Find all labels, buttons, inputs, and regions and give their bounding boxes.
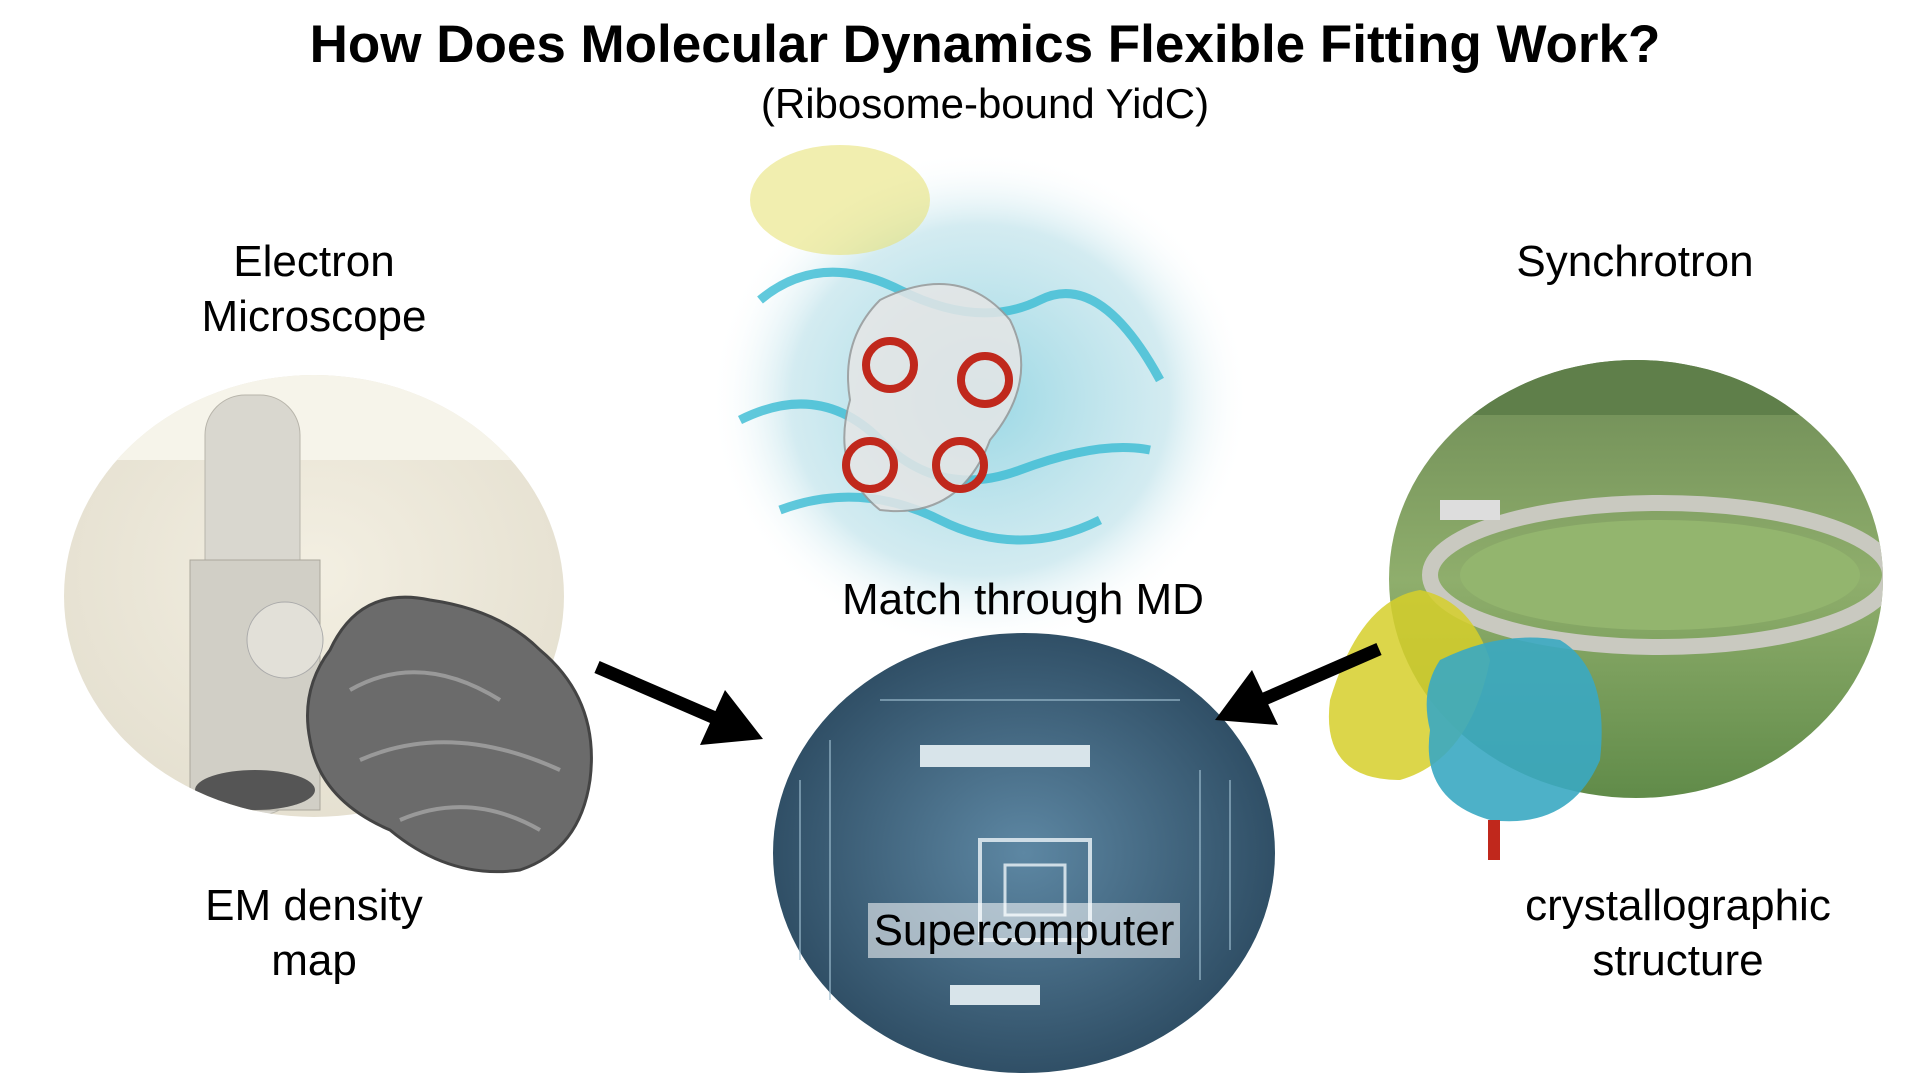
match-through-md-label: Match through MD [842, 575, 1204, 624]
label-line: Electron [233, 237, 395, 286]
page-title: How Does Molecular Dynamics Flexible Fit… [309, 15, 1661, 74]
label-line: EM density [205, 881, 423, 930]
page-subtitle: (Ribosome-bound YidC) [760, 80, 1210, 127]
supercomputer-label: Supercomputer [868, 903, 1180, 958]
crystallographic-ribosome [1328, 590, 1602, 860]
label-line: map [271, 936, 357, 985]
synchrotron-label: Synchrotron [1516, 237, 1754, 286]
arrow-em-to-supercomputer [594, 661, 763, 745]
em-density-map-blob [306, 595, 593, 874]
label-line: structure [1592, 936, 1764, 985]
ribosome-yidc-molecule [710, 145, 1250, 650]
electron-microscope-label: Electron Microscope [164, 234, 464, 344]
arrow-synchrotron-to-supercomputer [1215, 643, 1382, 725]
label-line: crystallographic [1525, 881, 1831, 930]
supercomputer-board [773, 633, 1275, 1073]
crystallographic-structure-label: crystallographic structure [1478, 878, 1878, 988]
em-density-map-label: EM density map [164, 878, 464, 988]
label-line: Microscope [201, 292, 427, 341]
